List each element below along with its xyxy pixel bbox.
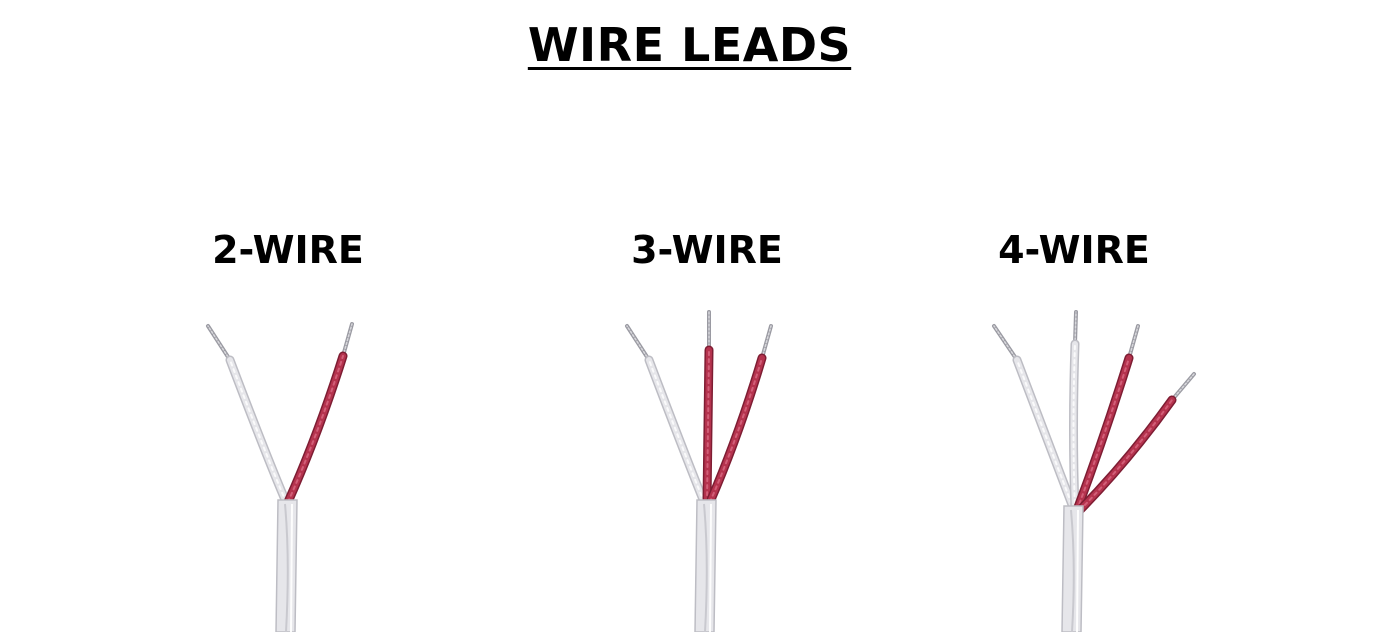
panel-label: 3-WIRE: [631, 228, 783, 272]
wire-illustration: [206, 322, 354, 632]
cable-highlight: [1076, 509, 1079, 632]
wire-lead-red: [283, 322, 354, 507]
insulation-body: [285, 353, 346, 505]
conductor-strands: [1128, 325, 1139, 359]
insulation-texture: [706, 349, 710, 503]
conductor-strands: [207, 325, 231, 361]
wire-lead-red: [702, 310, 714, 507]
insulation-texture: [229, 359, 287, 503]
cable-shading: [284, 503, 289, 632]
wire-lead-white: [625, 324, 709, 507]
conductor-strands: [342, 323, 353, 357]
insulation-texture: [1072, 343, 1076, 511]
panel-4-wire: 4-WIRE: [924, 220, 1224, 632]
cable-highlight: [290, 503, 293, 632]
insulation-body: [707, 355, 765, 505]
insulation-texture: [648, 359, 705, 503]
wire-illustration: [992, 310, 1196, 632]
conductor-strands: [993, 325, 1018, 361]
cable-shading: [703, 503, 708, 632]
cable-sheath: [275, 499, 298, 632]
wire-lead-white: [1069, 310, 1080, 515]
cable-highlight: [709, 503, 712, 632]
wire-lead-white: [992, 324, 1079, 515]
cable-sheath: [694, 499, 717, 632]
wire-lead-red: [1072, 324, 1140, 515]
conductor-strands: [761, 325, 772, 359]
panel-3-wire: 3-WIRE: [557, 220, 857, 632]
page-title: WIRE LEADS: [527, 18, 852, 72]
conductor-strands: [626, 325, 650, 361]
wire-lead-red: [1075, 372, 1196, 515]
panel-label: 4-WIRE: [998, 228, 1150, 272]
wire-lead-white: [206, 324, 291, 507]
insulation-texture: [1079, 399, 1173, 511]
panel-2-wire: 2-WIRE: [138, 220, 438, 632]
conductor-strands: [1171, 373, 1195, 401]
insulation-texture: [1016, 359, 1075, 511]
wire-illustration: [625, 310, 773, 632]
insulation-texture: [709, 357, 763, 503]
insulation-texture: [287, 355, 344, 503]
conductor-strands: [1074, 311, 1077, 345]
cable-sheath: [1061, 505, 1084, 632]
wire-lead-red: [705, 324, 773, 507]
cable-shading: [1070, 509, 1075, 632]
panel-label: 2-WIRE: [212, 228, 364, 272]
insulation-texture: [1076, 357, 1130, 511]
